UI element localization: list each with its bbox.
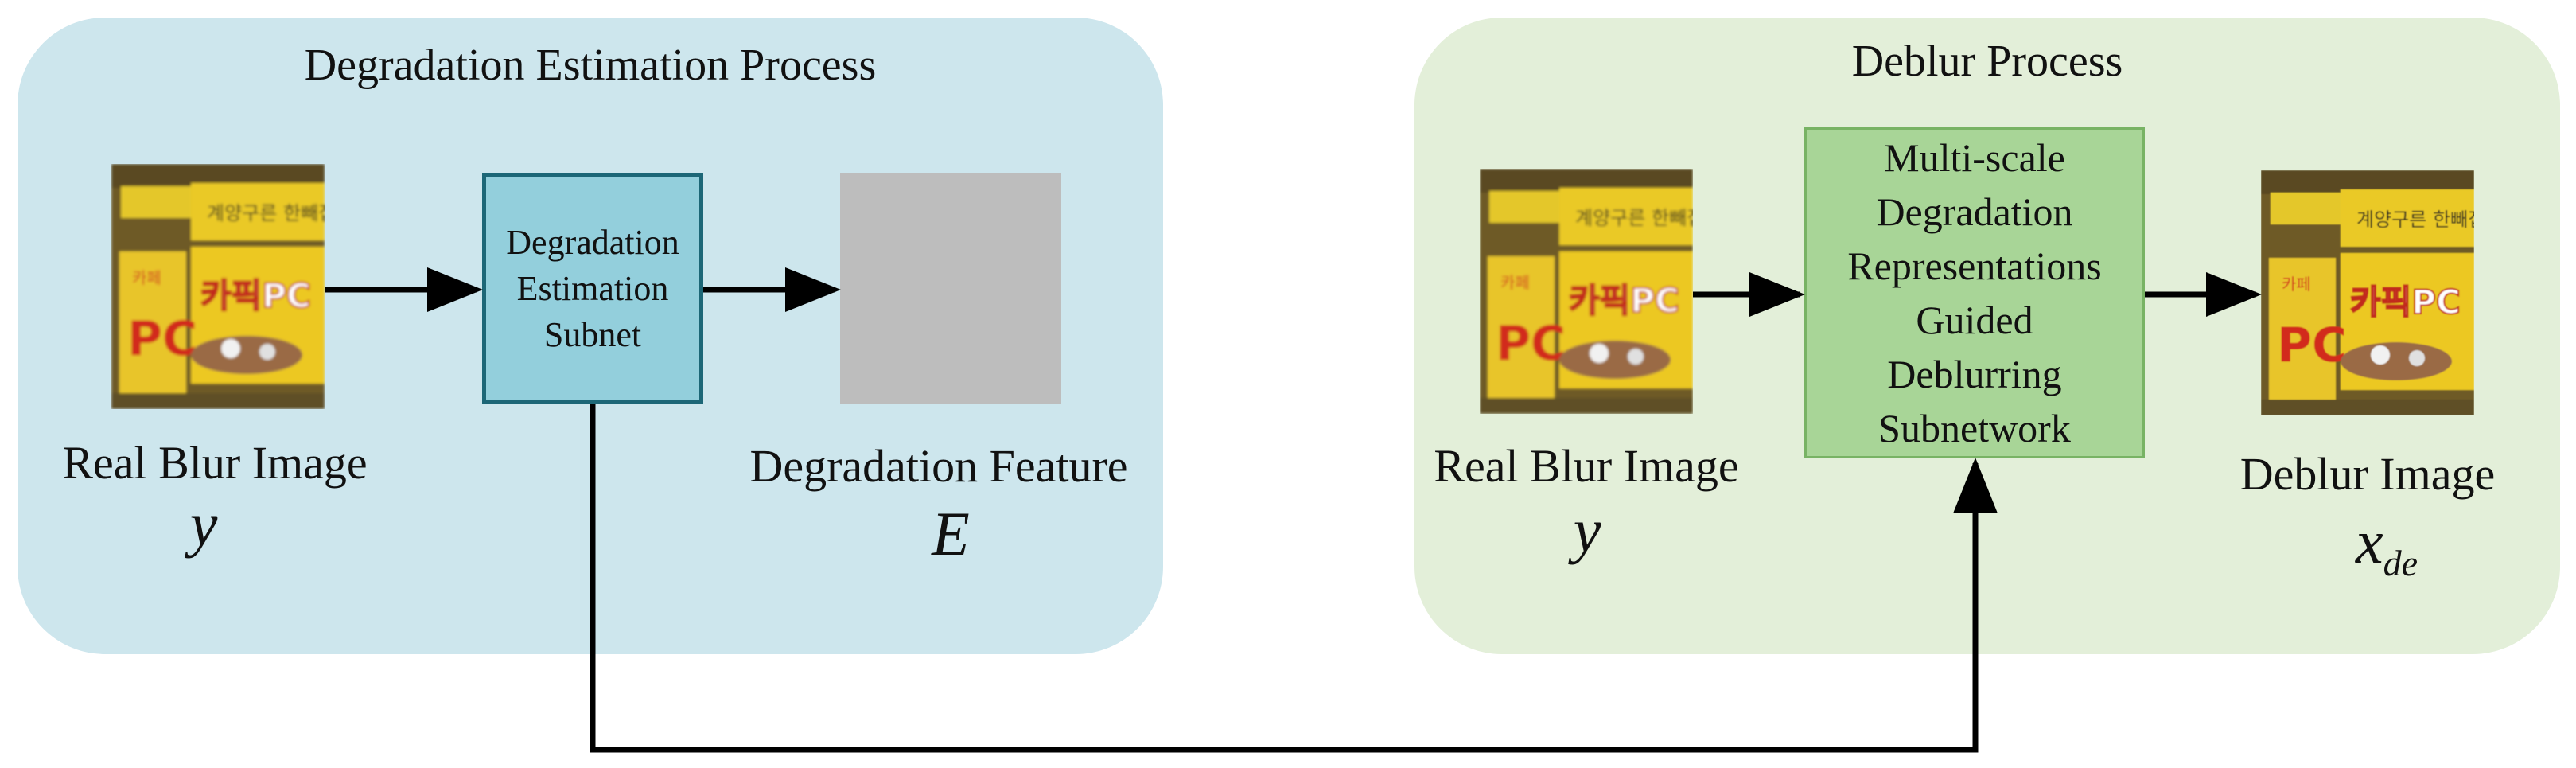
deblur-subnet-line: Subnetwork [1878, 406, 2071, 450]
symbol-x: x [2355, 507, 2383, 576]
sign-top-text: 계양구른 한빼집 [207, 202, 325, 224]
deblur-subnet-line: Representations [1847, 244, 2102, 288]
symbol-y-right: y [1573, 496, 1601, 565]
deblur-subnet-line: Guided [1916, 298, 2033, 342]
side-small-text: 카페 [132, 268, 161, 287]
symbol-x-de: xde [2307, 506, 2466, 584]
main-sign-text: 카픽PC [1569, 281, 1679, 320]
sign-top-text: 계양구른 한빼집 [2356, 209, 2474, 231]
degradation-estimation-subnet-box: Degradation Estimation Subnet [482, 173, 703, 404]
sign-top-text: 계양구른 한빼집 [1575, 207, 1693, 229]
side-small-text: 카페 [2282, 275, 2311, 294]
main-sign-text: 카픽PC [2350, 283, 2461, 322]
symbol-subscript-de: de [2383, 543, 2418, 584]
deblur-process-title: Deblur Process [1851, 37, 2123, 86]
deblur-subnet-line: Degradation [1876, 189, 2073, 234]
main-sign-text: 카픽PC [200, 276, 311, 315]
degradation-feature-label: Degradation Feature [749, 440, 1128, 492]
real-blur-image-right: 계양구른 한빼집 카페 PC 카픽PC [1480, 169, 1693, 414]
estimation-subnet-line: Degradation [506, 223, 679, 262]
estimation-subnet-line: Estimation [516, 269, 669, 308]
deblur-subnet-line: Multi-scale [1884, 135, 2065, 180]
deblur-subnet-line: Deblurring [1887, 352, 2062, 396]
real-blur-image-left: 계양구른 한빼집 카페 PC 카픽PC [111, 164, 325, 409]
degradation-estimation-title: Degradation Estimation Process [304, 41, 877, 90]
deblur-image: 계양구른 한빼집 카페 PC 카픽PC [2261, 170, 2474, 415]
side-small-text: 카페 [1500, 273, 1530, 292]
side-sign-text: PC [2277, 318, 2347, 373]
arrow-degradation-feature-guidance [590, 404, 1998, 753]
real-blur-image-label-left: Real Blur Image [62, 437, 368, 489]
symbol-e: E [932, 499, 970, 568]
symbol-y-left: y [189, 489, 218, 559]
side-sign-text: PC [1496, 316, 1566, 372]
degradation-feature-map [840, 173, 1061, 404]
real-blur-image-label-right: Real Blur Image [1434, 440, 1739, 492]
deblurring-subnetwork-box: Multi-scale Degradation Representations … [1804, 127, 2145, 458]
side-sign-text: PC [127, 311, 197, 367]
deblur-image-label: Deblur Image [2239, 448, 2496, 500]
estimation-subnet-line: Subnet [543, 315, 642, 354]
